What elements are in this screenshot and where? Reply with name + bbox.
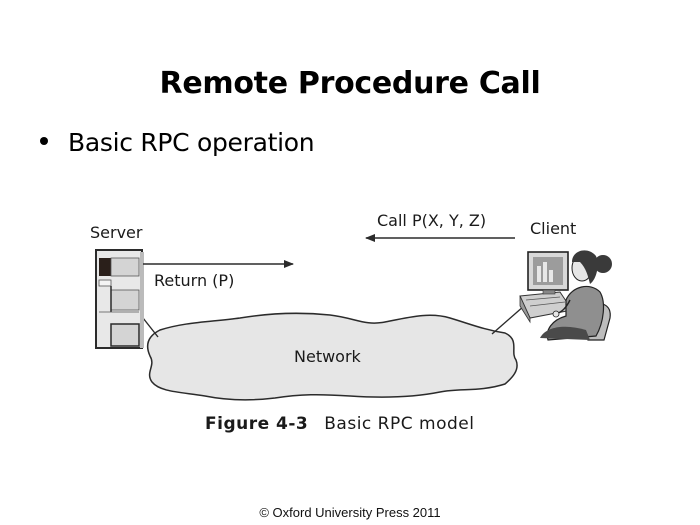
bullet-dot-icon [40,137,48,145]
caption-text: Basic RPC model [324,414,475,434]
server-tower-icon [95,249,144,349]
server-network-link [142,317,159,338]
bullet-item: Basic RPC operation [40,128,315,157]
person-at-computer-icon [519,250,612,341]
network-label: Network [294,347,361,366]
bullet-text: Basic RPC operation [68,128,315,157]
slide-title: Remote Procedure Call [159,66,541,101]
server-label: Server [90,223,143,242]
copyright-footer: © Oxford University Press 2011 [259,505,441,520]
caption-figure-number: Figure 4-3 [205,414,309,434]
figure-caption: Figure 4-3 Basic RPC model [205,414,474,434]
client-label: Client [530,219,577,238]
client-network-link [491,305,525,335]
call-label: Call P(X, Y, Z) [377,211,487,230]
return-label: Return (P) [154,271,235,290]
network-cloud-icon [147,312,518,401]
